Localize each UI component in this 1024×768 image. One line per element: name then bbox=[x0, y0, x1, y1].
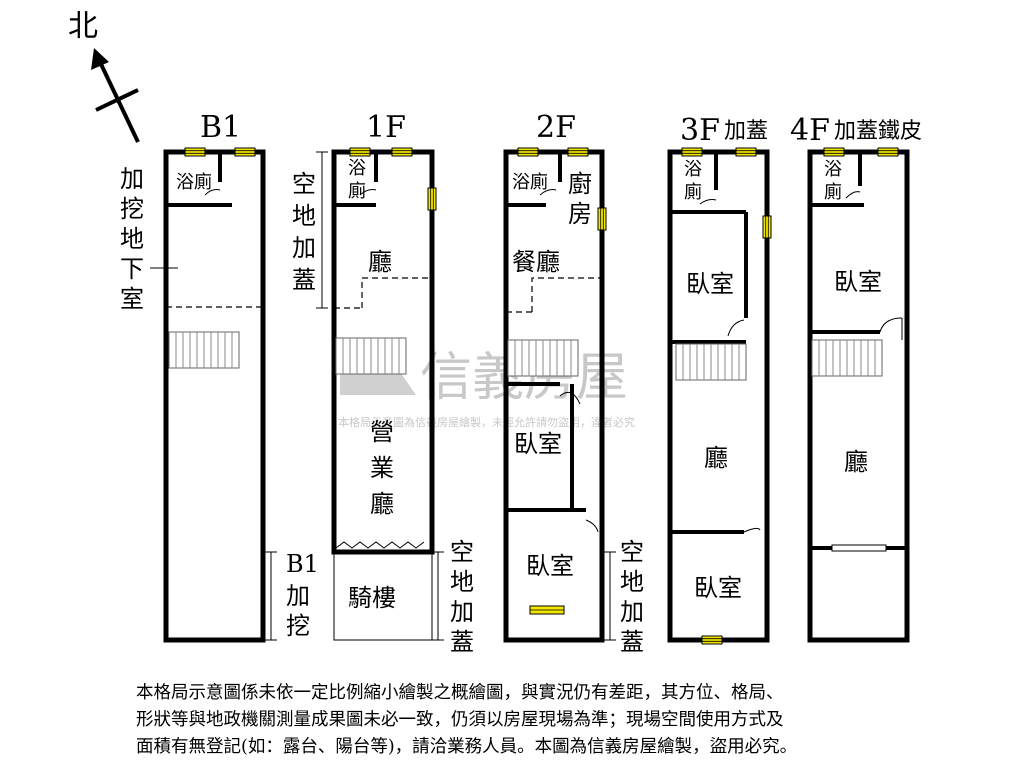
f1-bottom-char: 地 bbox=[450, 568, 474, 596]
room-label-bedroom-2: 臥室 bbox=[526, 552, 574, 580]
f1-side-label: 空 bbox=[292, 170, 316, 198]
disclaimer-line: 本格局示意圖係未依一定比例縮小繪製之概繪圖，與實況仍有差距，其方位、格局、 bbox=[136, 683, 784, 703]
b1-bottom-char: 挖 bbox=[286, 612, 310, 640]
f2-bottom-char: 蓋 bbox=[620, 628, 644, 656]
room-label-hall: 廳 bbox=[844, 448, 868, 476]
room-label-business-3: 廳 bbox=[370, 490, 394, 518]
room-label-bath: 浴 bbox=[348, 158, 366, 179]
stairs-icon bbox=[175, 332, 233, 368]
window-icon bbox=[597, 207, 607, 231]
window-icon bbox=[701, 635, 723, 645]
room-label-hall: 廳 bbox=[368, 248, 392, 276]
f2-bottom-char: 地 bbox=[620, 568, 644, 596]
f1-side-char: 地 bbox=[292, 202, 316, 230]
window-icon bbox=[762, 215, 772, 239]
f1-bottom-char: 蓋 bbox=[450, 628, 474, 656]
room-label-arcade: 騎樓 bbox=[348, 584, 396, 612]
b1-bottom-char: 加 bbox=[286, 582, 310, 610]
floor-plan-4f: 浴 廁 臥室 廳 bbox=[807, 147, 910, 643]
f1-bottom-char: 加 bbox=[450, 598, 474, 626]
b1-side-char: 加 bbox=[120, 165, 144, 193]
disclaimer: 本格局示意圖係未依一定比例縮小繪製之概繪圖，與實況仍有差距，其方位、格局、 形狀… bbox=[136, 680, 996, 761]
room-label-business-2: 業 bbox=[370, 454, 394, 482]
floor-plan-b1: 浴廁 加 挖 地 下 室 B1 加 挖 bbox=[120, 147, 319, 643]
f1-bottom-label: 空 bbox=[450, 538, 474, 566]
stairs-icon bbox=[514, 340, 572, 376]
watermark-fine-print: 本格局示意圖為信義房屋繪製，未經允許請勿盜用，違者必究 bbox=[338, 415, 635, 429]
disclaimer-line: 形狀等與地政機關測量成果圖未必一致，仍須以房屋現場為準；現場空間使用方式及 bbox=[136, 710, 784, 730]
floor-title-4f: 4F bbox=[790, 113, 830, 148]
f2-bottom-char: 加 bbox=[620, 598, 644, 626]
north-compass: 北 bbox=[68, 9, 140, 143]
room-label-bath-2: 廁 bbox=[684, 181, 702, 203]
window-icon bbox=[517, 147, 539, 157]
window-icon bbox=[567, 147, 589, 157]
north-arrow-icon bbox=[98, 61, 140, 143]
b1-side-char: 室 bbox=[120, 285, 144, 313]
room-label-kitchen: 廚 bbox=[568, 170, 592, 198]
room-label-bedroom-1: 臥室 bbox=[514, 430, 562, 458]
floor-plan-3f: 浴 廁 臥室 廳 臥室 bbox=[667, 147, 772, 645]
floor-plan-2f: 浴廁 廚 房 餐廳 臥室 臥室 空 地 加 蓋 bbox=[503, 147, 644, 656]
room-label-dining: 餐廳 bbox=[512, 248, 560, 276]
window-icon bbox=[735, 147, 757, 157]
floor-plan-1f: 浴 廁 廳 營 業 廳 騎樓 空 地 加 蓋 空 地 加 蓋 bbox=[292, 147, 474, 656]
floor-suffix-3f: 加蓋 bbox=[724, 119, 768, 144]
floor-title-3f: 3F bbox=[680, 113, 720, 148]
room-label-bath: 浴廁 bbox=[176, 171, 212, 193]
b1-side-char: 地 bbox=[120, 225, 144, 253]
window-icon bbox=[877, 147, 899, 157]
floor-title-2f: 2F bbox=[536, 110, 576, 145]
room-label-bath-2: 廁 bbox=[348, 180, 366, 202]
room-label-business: 營 bbox=[370, 418, 394, 446]
room-label-bath: 浴 bbox=[824, 159, 842, 180]
floor-title-b1: B1 bbox=[200, 110, 241, 145]
window-icon bbox=[184, 147, 206, 157]
room-label-bedroom-1: 臥室 bbox=[686, 270, 734, 298]
window-icon bbox=[427, 187, 437, 211]
stairs-icon bbox=[682, 344, 740, 380]
b1-bottom-label: B1 bbox=[286, 550, 319, 578]
b1-side-char: 挖 bbox=[120, 195, 144, 223]
b1-side-char: 下 bbox=[120, 255, 144, 283]
window-icon bbox=[234, 147, 256, 157]
window-icon bbox=[391, 147, 413, 157]
f1-side-char: 加 bbox=[292, 234, 316, 262]
disclaimer-line: 面積有無登記(如：露台、陽台等)，請洽業務人員。本圖為信義房屋繪製，盜用必究。 bbox=[136, 737, 798, 757]
room-label-bedroom-2: 臥室 bbox=[694, 574, 742, 602]
stairs-icon bbox=[342, 338, 400, 374]
window-icon bbox=[823, 147, 845, 157]
room-label-bedroom: 臥室 bbox=[834, 268, 882, 296]
stairs-icon bbox=[818, 340, 876, 376]
floor-title-1f: 1F bbox=[366, 110, 406, 145]
room-label-bath-2: 廁 bbox=[824, 181, 842, 203]
f2-bottom-label: 空 bbox=[620, 538, 644, 566]
room-label-bath: 浴 bbox=[684, 159, 702, 180]
window-icon bbox=[681, 147, 703, 157]
room-label-kitchen-2: 房 bbox=[568, 200, 592, 228]
f1-side-char: 蓋 bbox=[292, 266, 316, 294]
room-label-hall: 廳 bbox=[704, 444, 728, 472]
b1-side-label: 加 挖 地 下 室 bbox=[120, 165, 144, 313]
north-label: 北 bbox=[68, 9, 98, 44]
window-icon bbox=[529, 605, 565, 615]
window-icon bbox=[349, 147, 371, 157]
floor-suffix-4f: 加蓋鐵皮 bbox=[834, 119, 922, 144]
room-label-bath: 浴廁 bbox=[512, 171, 548, 193]
